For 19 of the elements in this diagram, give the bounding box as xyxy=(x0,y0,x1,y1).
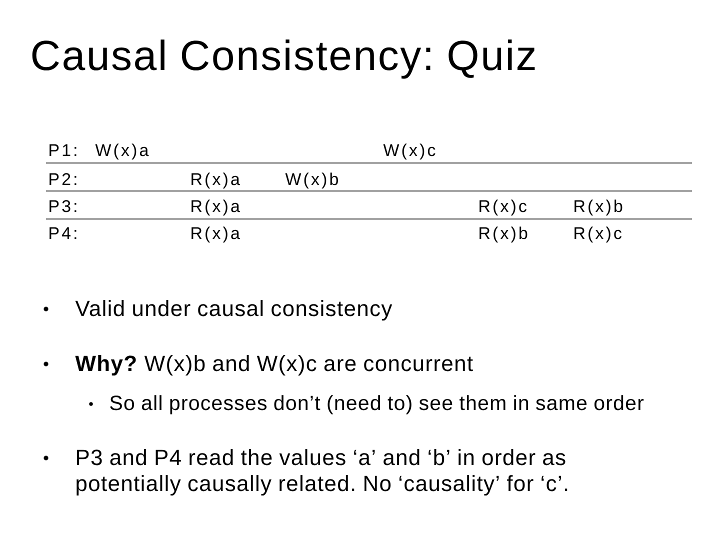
bullet-text: Valid under causal consistency xyxy=(75,300,392,321)
row-label: P3: xyxy=(50,200,76,212)
operation-label: R(x)c xyxy=(480,200,526,216)
row-label: P2: xyxy=(50,173,76,185)
bullet-text: Why? W(x)b and W(x)c are concurrent xyxy=(75,355,473,376)
operation-label: R(x)c xyxy=(574,226,622,242)
row-label: P1: xyxy=(50,144,76,156)
operation-label: R(x)a xyxy=(192,172,240,188)
operation-label: R(x)a xyxy=(192,226,240,242)
operation-label: W(x)c xyxy=(383,144,436,160)
bullet-text: So all processes don’t (need to) see them in same order xyxy=(110,395,644,414)
slide-title: Causal Consistency: Quiz xyxy=(32,40,535,79)
operation-label: W(x)b xyxy=(285,172,338,188)
operation-label: R(x)b xyxy=(574,200,622,216)
operation-label: R(x)b xyxy=(480,226,528,242)
row-label: P4: xyxy=(50,227,76,239)
operation-label: R(x)a xyxy=(192,200,240,216)
bullet-text: P3 and P4 read the values ‘a’ and ‘b’ in order as potentially causally related. No ‘causality’ for ‘c’. xyxy=(76,449,568,496)
operation-label: W(x)a xyxy=(95,144,149,160)
